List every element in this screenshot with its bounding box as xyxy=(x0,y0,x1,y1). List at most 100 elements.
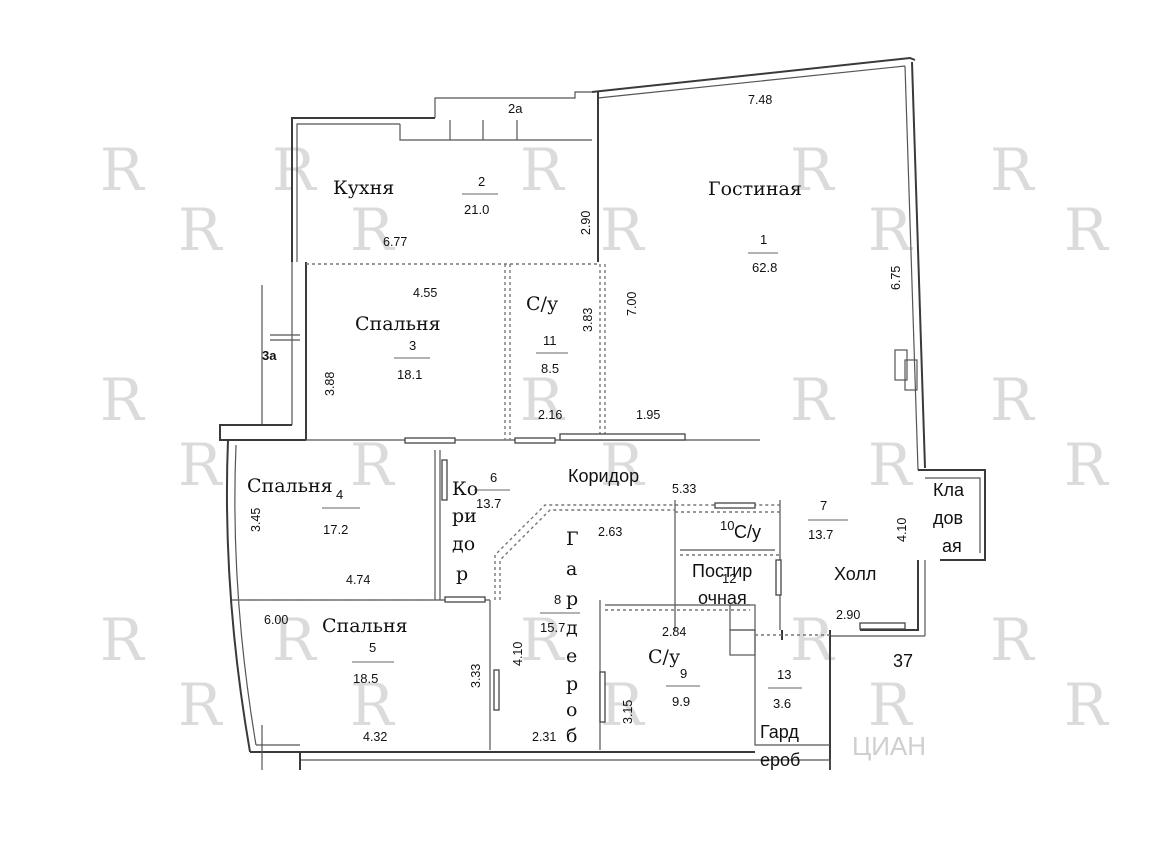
room-area-living: 62.8 xyxy=(752,260,777,275)
doors xyxy=(404,433,906,723)
door xyxy=(559,433,686,441)
watermark-r: R xyxy=(1064,196,1110,264)
room-name-hall: Холл xyxy=(834,564,876,584)
room-area-kitchen: 21.0 xyxy=(464,202,489,217)
room-number-hall: 7 xyxy=(820,498,827,513)
room-number-bedroom-4: 4 xyxy=(336,487,343,502)
room-name-living: Гостиная xyxy=(708,178,802,200)
dimension-label: 6.75 xyxy=(889,266,903,290)
dimension-label: 4.10 xyxy=(511,642,525,666)
room-name-wardrobe-8: р xyxy=(566,588,578,610)
room-area-bedroom-5: 18.5 xyxy=(353,671,378,686)
room-name-bath-9: С/у xyxy=(648,646,680,668)
room-number-bedroom-3: 3 xyxy=(409,338,416,353)
dimension-label: 6.77 xyxy=(383,235,407,249)
door xyxy=(714,502,756,509)
watermark-r: R xyxy=(100,136,146,204)
dimension-label: 2.16 xyxy=(538,408,562,422)
watermark-r: R xyxy=(868,431,914,499)
room-name-storage: дов xyxy=(933,508,963,528)
watermark-r: R xyxy=(1064,431,1110,499)
room-name-wardrobe-8: е xyxy=(566,645,577,667)
door xyxy=(404,437,456,444)
room-name-wardrobe-8: б xyxy=(566,725,577,747)
dimensions: 7.48 6.77 2.90 6.75 4.55 3.88 3.83 7.00 … xyxy=(249,93,909,744)
dimension-label: 7.48 xyxy=(748,93,772,107)
watermark-r: R xyxy=(990,366,1036,434)
cian-watermark: ЦИАН xyxy=(852,731,926,761)
watermark-r: R xyxy=(868,671,914,739)
room-name-corridor-6: Коридор xyxy=(568,466,639,486)
room-number-bath-11: 11 xyxy=(543,333,557,348)
watermark-r: R xyxy=(868,196,914,264)
watermark-r: R xyxy=(990,606,1036,674)
dimension-label: 3.88 xyxy=(323,372,337,396)
dimension-label: 4.74 xyxy=(346,573,370,587)
room-number-corridor-6: 6 xyxy=(490,470,497,485)
room-area-hall: 13.7 xyxy=(808,527,833,542)
dimension-label: 4.32 xyxy=(363,730,387,744)
room-name-storage: Кла xyxy=(933,480,965,500)
room-name-wardrobe-8: Г xyxy=(566,528,579,550)
room-name-bedroom-5: Спальня xyxy=(322,615,408,637)
door xyxy=(444,596,486,603)
door xyxy=(441,459,448,501)
watermark-r: R xyxy=(600,196,646,264)
room-area-wardrobe-8: 15.7 xyxy=(540,620,565,635)
dimension-label: 5.33 xyxy=(672,482,696,496)
watermark-r: R xyxy=(100,606,146,674)
room-number-bedroom-5: 5 xyxy=(369,640,376,655)
apartment-number: 37 xyxy=(893,651,913,671)
watermark-r: R xyxy=(350,431,396,499)
room-number-bath-10: 10 xyxy=(720,518,734,533)
room-name-bath-11: С/у xyxy=(526,293,558,315)
watermark-r: R xyxy=(1064,671,1110,739)
watermark-r: R xyxy=(178,196,224,264)
room-labels: Гостиная 1 62.8 Кухня 2 21.0 2а Спальня … xyxy=(247,101,965,770)
dimension-label: 2.63 xyxy=(598,525,622,539)
room-name-wardrobe-13: ероб xyxy=(760,750,800,770)
watermark-layer: R R R R R R R R R R R R R R R R R R R R … xyxy=(100,136,1126,761)
watermark-r: R xyxy=(178,431,224,499)
dimension-label: 1.95 xyxy=(636,408,660,422)
room-number-bath-9: 9 xyxy=(680,666,687,681)
dimension-label: 4.10 xyxy=(895,518,909,542)
room-number-balcony: 2а xyxy=(508,101,523,116)
room-area-bedroom-4: 17.2 xyxy=(323,522,348,537)
room-name-bedroom-4: Спальня xyxy=(247,475,333,497)
watermark-r: R xyxy=(520,366,566,434)
room-name-corridor-small: Ко xyxy=(452,478,478,500)
room-name-storage: ая xyxy=(942,536,962,556)
room-name-corridor-small: ри xyxy=(452,505,477,527)
dimension-label: 2.84 xyxy=(662,625,686,639)
room-name-bedroom-3: Спальня xyxy=(355,313,441,335)
room-boundaries xyxy=(236,263,830,636)
dimension-label: 2.31 xyxy=(532,730,556,744)
door xyxy=(775,559,782,596)
room-name-kitchen: Кухня xyxy=(333,177,394,199)
watermark-r: R xyxy=(350,196,396,264)
room-name-laundry: очная xyxy=(698,588,747,608)
watermark-r: R xyxy=(790,366,836,434)
dimension-label: 2.90 xyxy=(579,211,593,235)
dimension-label: 4.55 xyxy=(413,286,437,300)
room-area-corridor-6: 13.7 xyxy=(476,496,501,511)
room-name-wardrobe-8: д xyxy=(566,617,578,639)
room-area-bath-9: 9.9 xyxy=(672,694,690,709)
room-name-wardrobe-8: р xyxy=(566,673,578,695)
room-number-wardrobe-8: 8 xyxy=(554,592,561,607)
room-number-kitchen: 2 xyxy=(478,174,485,189)
watermark-r: R xyxy=(178,671,224,739)
room-name-corridor-small: до xyxy=(452,533,475,555)
room-number-loggia: 3а xyxy=(262,348,277,363)
dimension-label: 2.90 xyxy=(836,608,860,622)
dimension-label: 3.45 xyxy=(249,508,263,532)
door xyxy=(493,669,500,711)
room-number-laundry: 12 xyxy=(722,571,736,586)
watermark-r: R xyxy=(100,366,146,434)
room-number-wardrobe-13: 13 xyxy=(777,667,791,682)
watermark-r: R xyxy=(272,136,318,204)
room-name-wardrobe-13: Гард xyxy=(760,722,799,742)
dimension-label: 6.00 xyxy=(264,613,288,627)
